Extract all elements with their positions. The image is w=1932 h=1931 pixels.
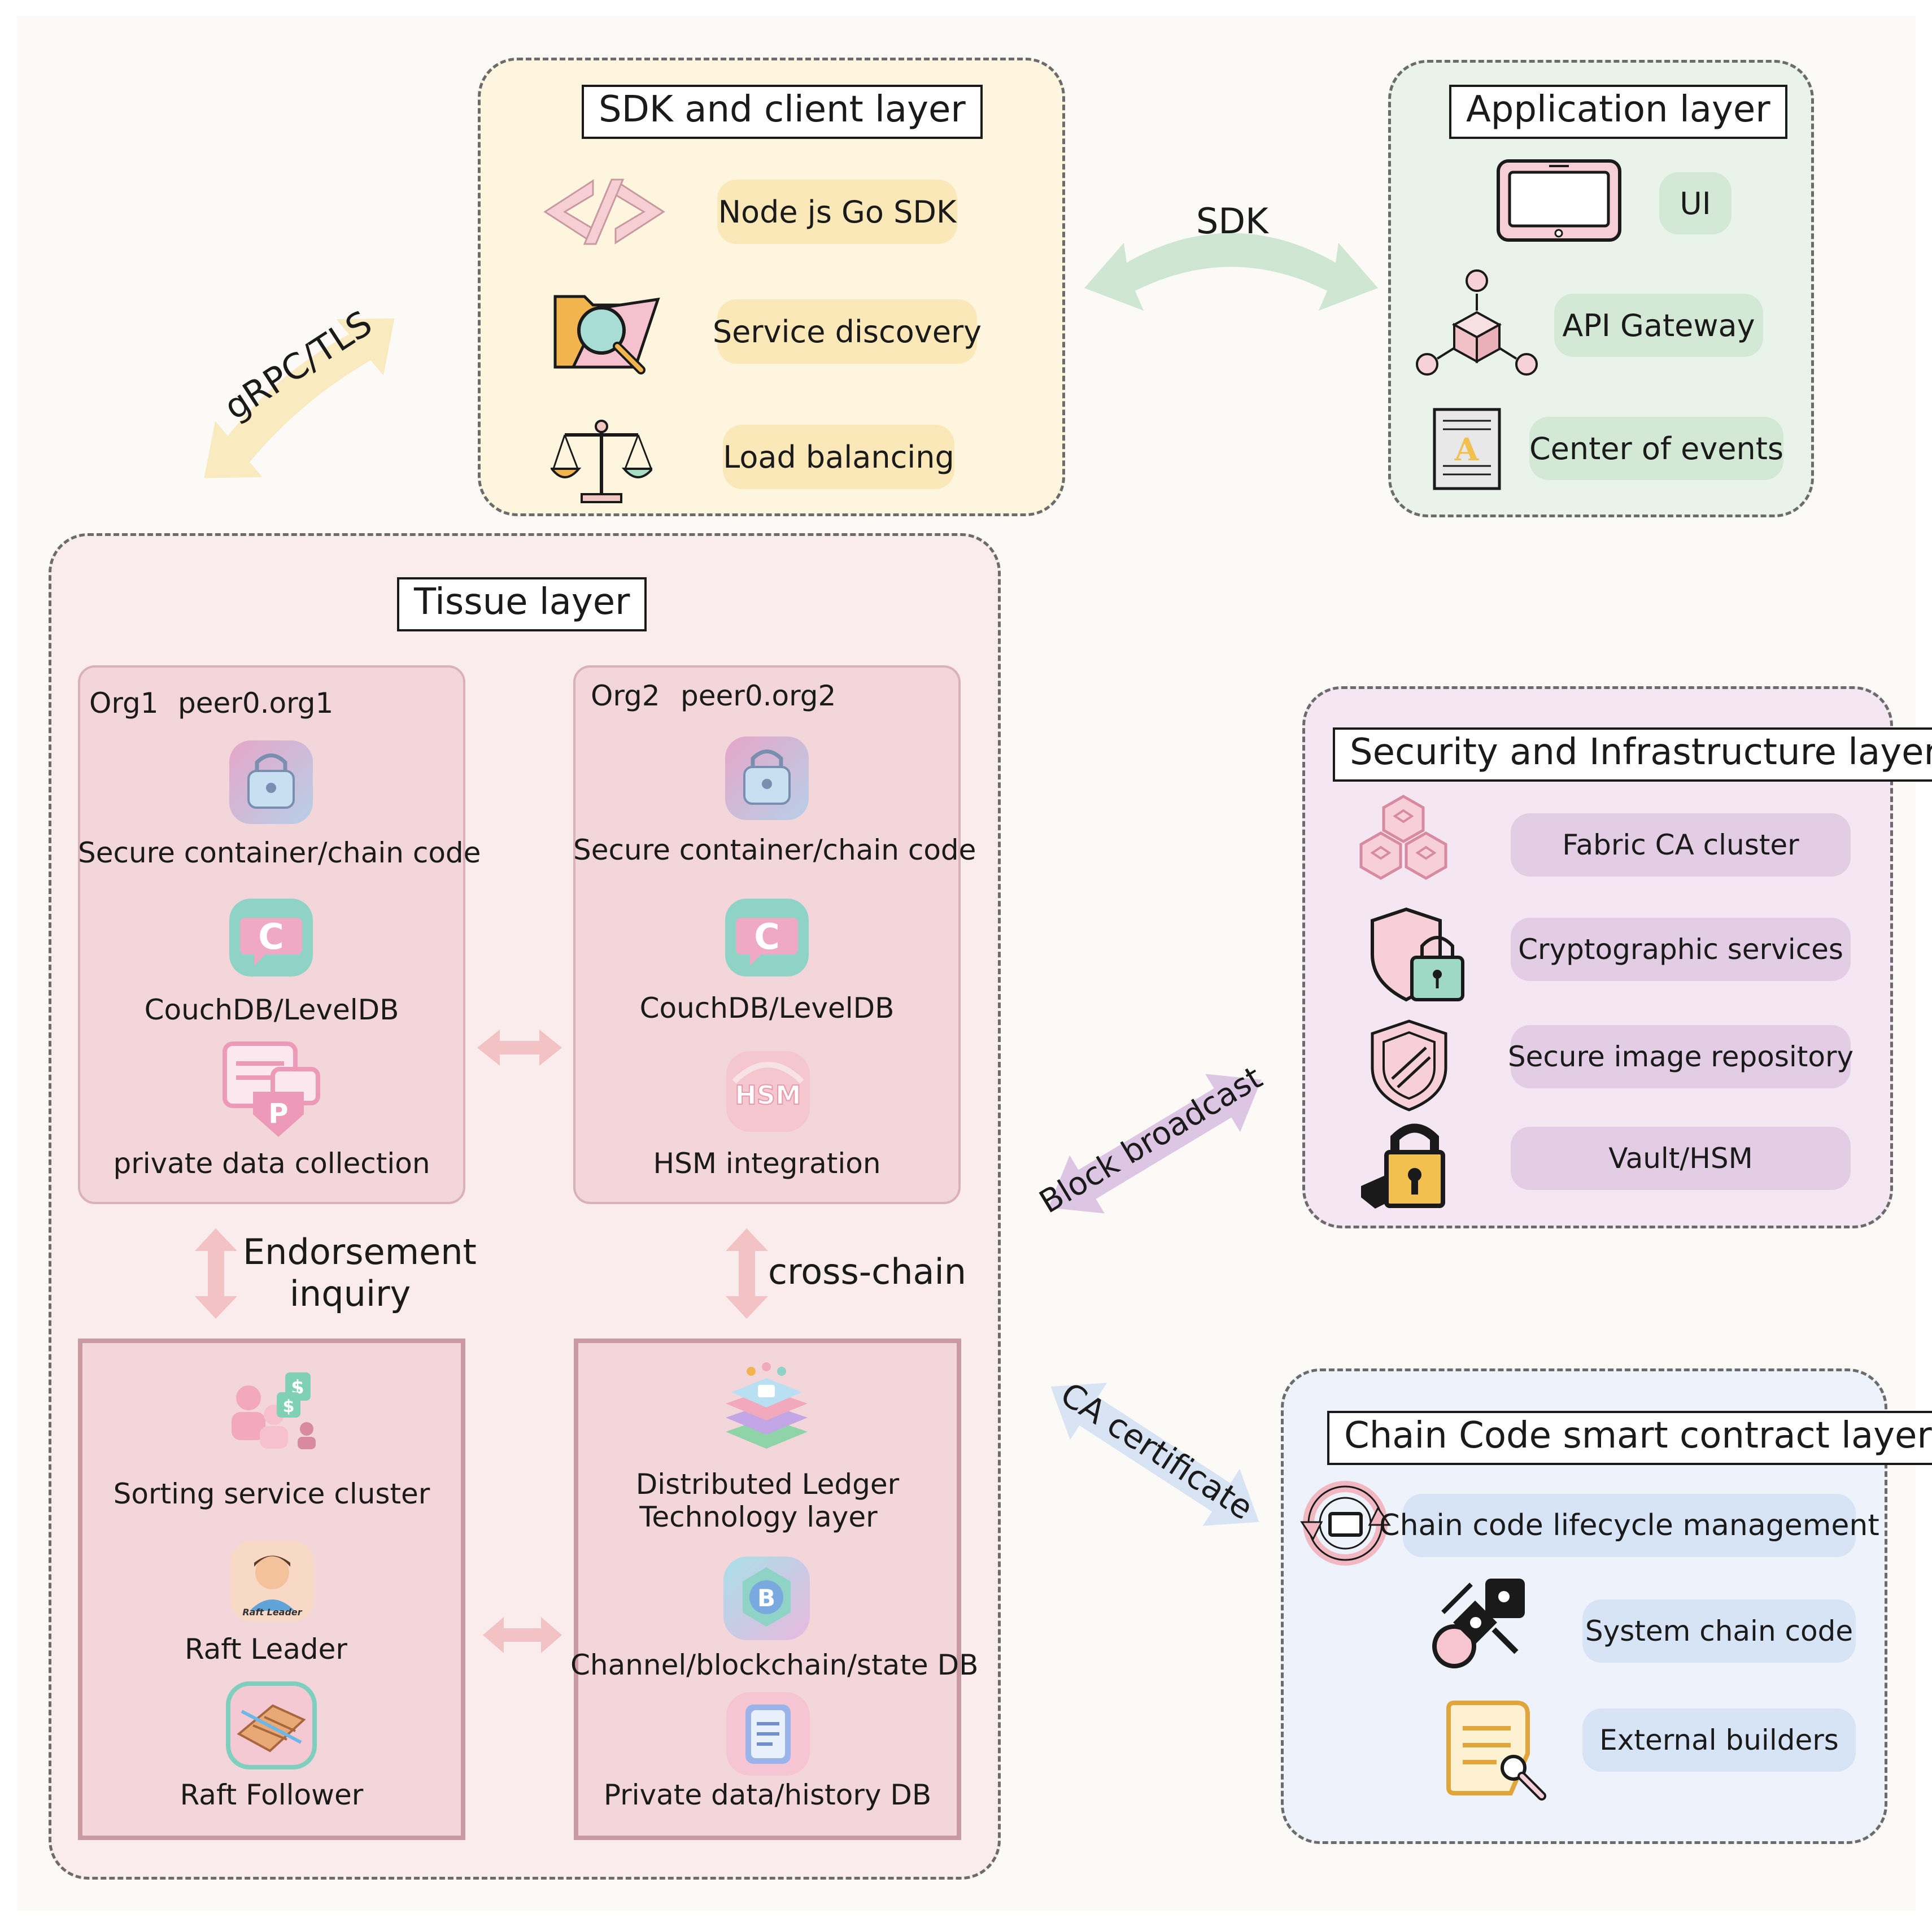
ordering-item-raft-follower: Raft Follower	[180, 1779, 364, 1811]
tablet-icon	[1497, 159, 1621, 242]
chaincode-layer-title: Chain Code smart contract layer	[1327, 1411, 1932, 1465]
history-db-document-icon	[726, 1692, 810, 1776]
shield-lock-icon	[1371, 907, 1464, 1002]
security-item-vault-hsm: Vault/HSM	[1511, 1127, 1851, 1190]
system-chaincode-puzzle-icon	[1432, 1579, 1525, 1668]
sdk-item-load-balancing: Load balancing	[723, 425, 954, 489]
grpc-tls-connector-arrow	[204, 318, 395, 478]
couchdb-chat-icon: C	[229, 899, 313, 977]
scales-icon	[551, 420, 652, 503]
sdk-connector-label: SDK	[1196, 200, 1268, 242]
folder-search-icon	[553, 295, 660, 374]
svg-text:P: P	[268, 1098, 288, 1130]
ordering-ledger-sync-arrow	[483, 1617, 562, 1653]
api-gateway-cube-icon	[1416, 269, 1538, 376]
block-broadcast-connector-arrow	[1048, 1074, 1262, 1214]
ledger-item-private-data-history-db: Private data/history DB	[603, 1779, 932, 1811]
raft-leader-badge-text: Raft Leader	[242, 1607, 302, 1618]
sdk-item-node-go-sdk: Node js Go SDK	[717, 180, 957, 244]
couchdb-chat-icon: C	[725, 899, 809, 977]
hsm-badge-text: HSM	[735, 1080, 801, 1110]
blockchain-coin-icon: B	[723, 1557, 810, 1640]
ca-certificate-connector-arrow	[1050, 1383, 1259, 1526]
sdk-item-service-discovery: Service discovery	[713, 299, 982, 364]
org1-item-private-data-collection: private data collection	[113, 1147, 430, 1180]
raft-follower-boat-icon	[226, 1681, 317, 1769]
svg-text:A: A	[1454, 431, 1480, 468]
org1-peer-name: peer0.org1	[178, 687, 334, 720]
endorsement-inquiry-label-line2: inquiry	[289, 1273, 411, 1314]
raft-leader-avatar-icon: Raft Leader	[230, 1541, 314, 1621]
app-item-center-of-events: Center of events	[1529, 417, 1783, 480]
external-builders-document-wrench-icon	[1446, 1701, 1546, 1801]
svg-text:$: $	[283, 1397, 295, 1416]
org1-name: Org1	[89, 687, 159, 720]
svg-text:C: C	[754, 916, 780, 957]
cross-chain-arrow	[726, 1228, 768, 1319]
private-data-collection-icon: P	[223, 1041, 320, 1137]
ledger-item-channel-blockchain-state-db: Channel/blockchain/state DB	[570, 1649, 979, 1681]
endorsement-inquiry-label-line1: Endorsement	[243, 1231, 477, 1272]
tissue-layer-title: Tissue layer	[397, 577, 647, 631]
ledger-item-dlt-layer-line1: Distributed Ledger	[635, 1468, 900, 1501]
sdk-client-layer-title: SDK and client layer	[582, 85, 983, 139]
app-item-api-gateway: API Gateway	[1554, 294, 1763, 357]
hsm-badge-icon: HSM	[726, 1051, 810, 1132]
org1-item-secure-container: Secure container/chain code	[78, 836, 481, 869]
org1-item-couchdb-leveldb: CouchDB/LevelDB	[144, 993, 399, 1026]
security-infrastructure-layer-title: Security and Infrastructure layer	[1333, 727, 1932, 782]
chaincode-item-system-chain-code: System chain code	[1582, 1599, 1856, 1663]
sdk-connector-arrow	[1084, 233, 1378, 311]
events-document-icon: A	[1433, 408, 1501, 490]
secure-container-lock-icon	[725, 736, 809, 820]
endorsement-arrow	[195, 1228, 237, 1319]
secure-container-lock-icon	[229, 740, 313, 824]
cross-chain-label: cross-chain	[768, 1251, 967, 1292]
org2-item-hsm-integration: HSM integration	[653, 1147, 881, 1180]
ordering-item-sorting-service-cluster: Sorting service cluster	[113, 1477, 430, 1510]
code-brackets-icon	[543, 178, 665, 245]
vault-padlock-icon	[1361, 1123, 1445, 1209]
app-item-ui: UI	[1659, 172, 1732, 234]
ledger-item-dlt-layer-line2: Technology layer	[639, 1501, 878, 1533]
org2-item-couchdb-leveldb: CouchDB/LevelDB	[639, 992, 895, 1025]
chaincode-item-external-builders: External builders	[1582, 1708, 1856, 1772]
security-item-cryptographic-services: Cryptographic services	[1511, 918, 1851, 981]
security-item-secure-image-repository: Secure image repository	[1508, 1025, 1854, 1088]
security-item-fabric-ca-cluster: Fabric CA cluster	[1511, 813, 1851, 877]
svg-text:C: C	[258, 916, 284, 957]
ordering-item-raft-leader: Raft Leader	[185, 1633, 347, 1666]
org2-name: Org2	[591, 679, 660, 712]
sorting-cluster-people-icon: $ $	[232, 1372, 316, 1449]
ca-cluster-cubes-icon	[1359, 795, 1447, 880]
secure-shield-icon	[1371, 1019, 1447, 1111]
application-layer-title: Application layer	[1449, 85, 1787, 139]
svg-text:B: B	[757, 1584, 775, 1612]
org-sync-arrow	[477, 1030, 562, 1066]
chaincode-item-lifecycle-management: Chain code lifecycle management	[1379, 1494, 1879, 1557]
org2-peer-name: peer0.org2	[681, 679, 836, 712]
ledger-layers-icon	[726, 1362, 808, 1449]
org2-item-secure-container: Secure container/chain code	[573, 834, 976, 866]
lifecycle-cycle-icon	[1300, 1481, 1391, 1566]
